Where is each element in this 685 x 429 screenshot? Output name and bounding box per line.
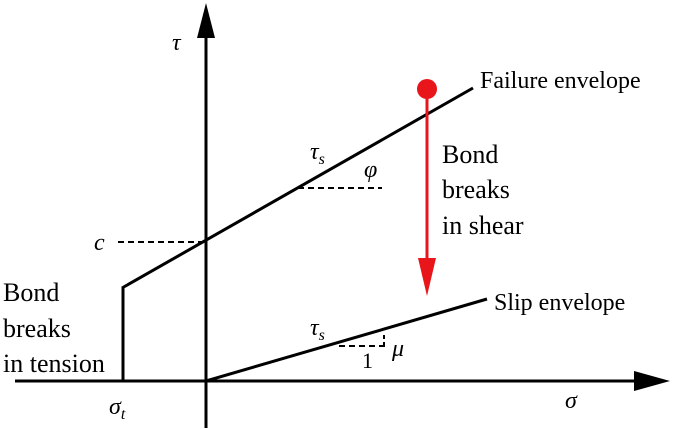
slope-run-label: 1: [362, 348, 373, 373]
tau-axis-label: τ: [172, 30, 182, 56]
tau-axis-arrowhead: [197, 3, 215, 38]
sigma-axis-arrowhead: [634, 371, 670, 391]
failure-envelope-label: Failure envelope: [480, 68, 641, 94]
tension-strength-symbol: σ: [109, 394, 122, 420]
sigma-axis-label: σ: [565, 388, 578, 414]
failure-envelope-line: [121, 86, 474, 290]
tension-strength-label: σt: [109, 394, 126, 423]
shear-break-text: Bond breaks in shear: [442, 140, 524, 240]
failure-shear-strength-label: τs: [310, 139, 325, 168]
shear-break-line-1: Bond: [442, 140, 498, 169]
slip-shear-strength-label: τs: [310, 315, 325, 344]
slip-tau-subscript: s: [319, 327, 325, 344]
shear-break-line-2: breaks: [442, 175, 510, 204]
failure-tau-symbol: τ: [310, 139, 320, 165]
tension-break-line-3: in tension: [3, 349, 105, 378]
tension-strength-subscript: t: [121, 406, 126, 423]
tension-break-line-1: Bond: [3, 278, 59, 307]
tension-break-line-2: breaks: [3, 314, 71, 343]
cohesion-label: c: [94, 230, 105, 256]
stress-state-marker: [417, 79, 437, 99]
failure-tau-subscript: s: [319, 151, 325, 168]
shear-break-line-3: in shear: [442, 211, 524, 240]
slope-rise-label: μ: [391, 336, 404, 362]
tension-break-text: Bond breaks in tension: [3, 278, 105, 378]
shear-break-arrowhead: [418, 258, 436, 296]
friction-angle-label: φ: [364, 157, 377, 183]
slip-tau-symbol: τ: [310, 315, 320, 341]
slip-envelope-label: Slip envelope: [494, 290, 625, 316]
slip-envelope-line: [205, 297, 488, 383]
